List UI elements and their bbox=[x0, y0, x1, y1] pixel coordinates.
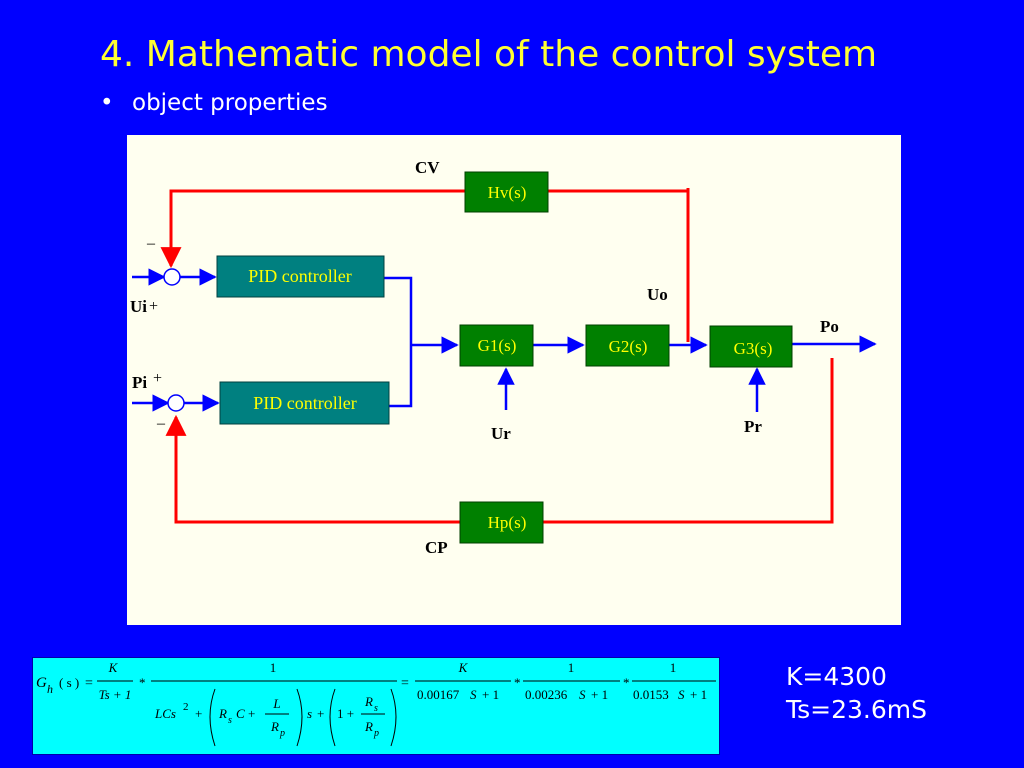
frac2-den-plus-2: + bbox=[248, 706, 255, 721]
frac2-den-plus-1: + bbox=[195, 706, 202, 721]
pid-controller-1-label: PID controller bbox=[248, 266, 351, 286]
frac5-num: 1 bbox=[670, 660, 677, 675]
formula-lhs-arg: ( s ) bbox=[59, 675, 79, 690]
frac2-den-rs2: R bbox=[364, 694, 373, 709]
frac2-paren-2-left bbox=[329, 688, 336, 747]
param-k: K=4300 bbox=[786, 662, 887, 691]
formula-star-3: * bbox=[623, 675, 630, 690]
frac2-den-l: L bbox=[272, 696, 280, 711]
block-diagram-panel: Hv(s) PID controller PID controller G1(s… bbox=[127, 135, 901, 625]
po-label: Po bbox=[820, 317, 839, 336]
g3-block bbox=[709, 325, 793, 368]
frac5-den-plus1: + 1 bbox=[690, 687, 707, 702]
hp-block bbox=[459, 501, 544, 544]
hv-block-label: Hv(s) bbox=[488, 183, 527, 202]
cp-feedback-line bbox=[543, 358, 834, 524]
g1-block-label: G1(s) bbox=[478, 336, 517, 355]
slide-title: 4. Mathematic model of the control syste… bbox=[100, 34, 878, 75]
pid1-output-line bbox=[384, 276, 413, 408]
g2-block bbox=[585, 324, 670, 367]
pr-label: Pr bbox=[744, 417, 762, 436]
cv-feedback-line-left bbox=[160, 189, 548, 269]
ur-label: Ur bbox=[491, 424, 511, 443]
frac2-den-rp2-sub: p bbox=[373, 728, 379, 739]
formula-star-1: * bbox=[139, 675, 146, 690]
cv-label: CV bbox=[415, 158, 440, 177]
g1-block bbox=[459, 324, 534, 367]
formula-equals-1: = bbox=[85, 676, 93, 691]
ui-label: Ui bbox=[130, 297, 147, 316]
frac2-den-one-plus: 1 + bbox=[337, 706, 354, 721]
hp-block-label: Hp(s) bbox=[488, 513, 527, 532]
frac2-den-rp-sub: p bbox=[279, 728, 285, 739]
uo-label: Uo bbox=[647, 285, 668, 304]
summing-junction-2 bbox=[167, 394, 185, 412]
frac5-den-s: S bbox=[678, 687, 685, 702]
formula-lhs-sub: h bbox=[47, 682, 53, 696]
parameter-values: K=4300 Ts=23.6mS bbox=[786, 660, 927, 726]
frac2-den-sq: 2 bbox=[183, 701, 189, 713]
frac2-den-r: R bbox=[218, 706, 227, 721]
pid-controller-2-label: PID controller bbox=[253, 393, 356, 413]
sum2-minus-sign: – bbox=[156, 415, 166, 432]
frac3-num: K bbox=[458, 660, 469, 675]
frac2-den-r-sub: s bbox=[228, 715, 232, 726]
transfer-function-formula: G h ( s ) = K Ts + 1 * 1 LCs 2 + R s C +… bbox=[32, 657, 720, 755]
sum1-plus-sign: + bbox=[149, 298, 158, 315]
cp-label: CP bbox=[425, 538, 448, 557]
frac2-num: 1 bbox=[270, 660, 277, 675]
frac4-den-s: S bbox=[579, 687, 586, 702]
frac3-den-plus1: + 1 bbox=[482, 687, 499, 702]
block-diagram: Hv(s) PID controller PID controller G1(s… bbox=[130, 158, 877, 557]
sum1-minus-sign: – bbox=[146, 235, 156, 252]
bullet-text: object properties bbox=[132, 90, 328, 116]
frac1-den: Ts + 1 bbox=[99, 687, 132, 702]
bullet-item: • object properties bbox=[100, 90, 328, 116]
frac2-paren-2-right bbox=[390, 688, 397, 747]
frac3-den-s: S bbox=[470, 687, 477, 702]
frac2-den-rp2: R bbox=[364, 719, 373, 734]
frac4-den-plus1: + 1 bbox=[591, 687, 608, 702]
sum2-plus-sign: + bbox=[153, 370, 162, 387]
frac2-den-rp: R bbox=[270, 719, 279, 734]
summing-junction-1 bbox=[163, 268, 181, 286]
formula-equals-2: = bbox=[401, 676, 409, 691]
frac3-den-coef: 0.00167 bbox=[417, 687, 460, 702]
formula-lhs: G bbox=[36, 675, 47, 691]
frac2-den-rs2-sub: s bbox=[374, 703, 378, 714]
g3-block-label: G3(s) bbox=[734, 339, 773, 358]
frac2-den-plus-3: + bbox=[317, 706, 324, 721]
hv-block bbox=[464, 171, 549, 213]
frac2-den-lcs: LCs bbox=[154, 706, 176, 721]
pid-controller-2-block bbox=[219, 381, 390, 425]
g2-block-label: G2(s) bbox=[609, 337, 648, 356]
pid-controller-1-block bbox=[216, 255, 385, 298]
frac4-den-coef: 0.00236 bbox=[525, 687, 568, 702]
param-ts: Ts=23.6mS bbox=[786, 695, 927, 724]
frac2-paren-1-left bbox=[209, 688, 216, 747]
frac4-num: 1 bbox=[568, 660, 575, 675]
frac2-den-c: C bbox=[236, 706, 245, 721]
frac2-den-s: s bbox=[307, 706, 312, 721]
bullet-dot: • bbox=[100, 90, 114, 116]
cp-feedback-line-left bbox=[165, 414, 460, 524]
pi-label: Pi bbox=[132, 373, 147, 392]
formula-star-2: * bbox=[514, 675, 521, 690]
frac2-paren-1-right bbox=[296, 688, 303, 747]
frac5-den-coef: 0.0153 bbox=[633, 687, 669, 702]
frac1-num: K bbox=[108, 660, 119, 675]
formula-svg: G h ( s ) = K Ts + 1 * 1 LCs 2 + R s C +… bbox=[36, 660, 716, 747]
